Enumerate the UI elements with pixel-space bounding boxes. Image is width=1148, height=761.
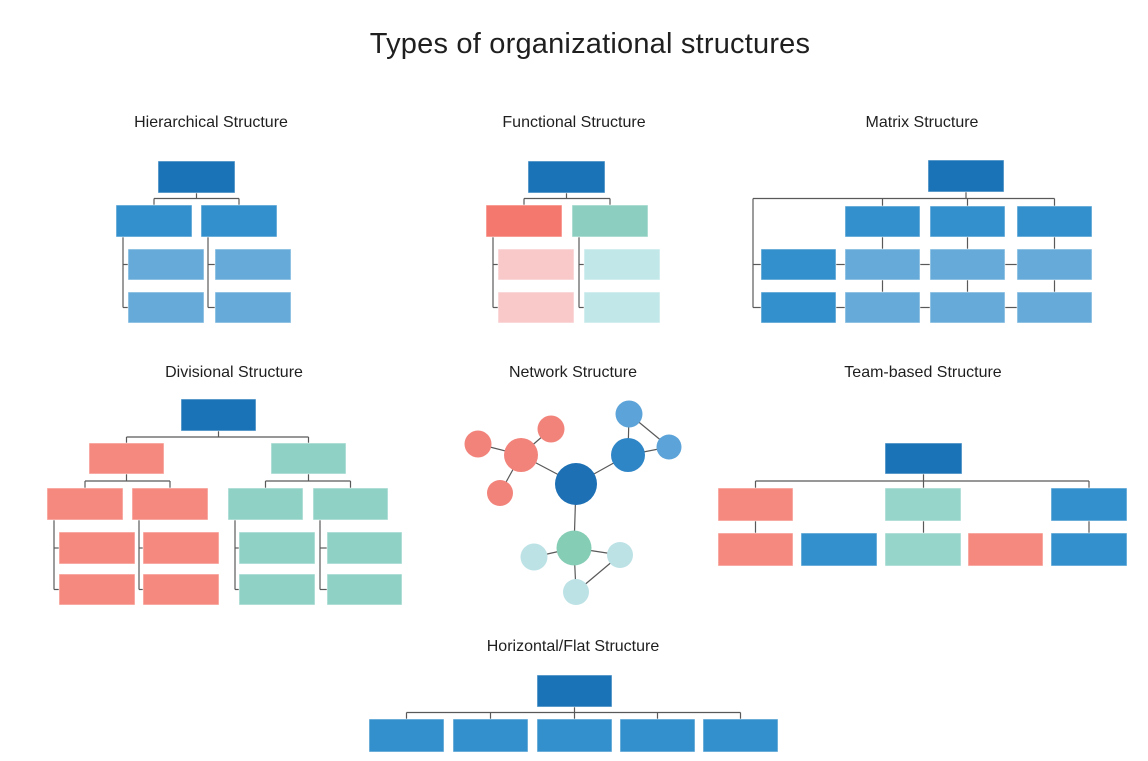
page-title: Types of organizational structures bbox=[369, 28, 811, 60]
org-box-divisional bbox=[131, 487, 209, 521]
section-label-divisional: Divisional Structure bbox=[165, 364, 303, 381]
network-node bbox=[520, 543, 548, 571]
org-box-functional bbox=[497, 248, 575, 281]
org-box-matrix bbox=[927, 159, 1005, 193]
org-box-divisional bbox=[326, 573, 403, 606]
org-box-divisional bbox=[238, 531, 316, 565]
org-box-divisional bbox=[58, 531, 136, 565]
network-node bbox=[607, 542, 633, 568]
org-box-flat bbox=[536, 718, 613, 753]
org-box-divisional bbox=[142, 531, 220, 565]
org-box-hierarchical bbox=[127, 291, 205, 324]
org-box-matrix bbox=[844, 248, 921, 281]
network-node bbox=[555, 463, 597, 505]
org-box-team bbox=[1050, 532, 1128, 567]
org-box-flat bbox=[452, 718, 529, 753]
org-box-matrix bbox=[760, 248, 837, 281]
network-node bbox=[556, 530, 592, 566]
section-label-matrix: Matrix Structure bbox=[865, 114, 979, 131]
org-box-matrix bbox=[1016, 248, 1093, 281]
org-box-team bbox=[1050, 487, 1128, 522]
org-box-team bbox=[967, 532, 1044, 567]
org-box-matrix bbox=[929, 248, 1006, 281]
org-box-divisional bbox=[326, 531, 403, 565]
org-box-team bbox=[717, 487, 794, 522]
org-box-functional bbox=[485, 204, 563, 238]
org-box-hierarchical bbox=[214, 248, 292, 281]
org-box-functional bbox=[583, 291, 661, 324]
org-box-team bbox=[800, 532, 878, 567]
org-box-functional bbox=[583, 248, 661, 281]
network-node bbox=[656, 434, 682, 460]
org-box-matrix bbox=[1016, 205, 1093, 238]
org-box-flat bbox=[536, 674, 613, 708]
org-box-matrix bbox=[760, 291, 837, 324]
org-box-functional bbox=[497, 291, 575, 324]
org-box-team bbox=[717, 532, 794, 567]
network-node bbox=[464, 430, 492, 458]
org-box-team bbox=[884, 442, 963, 475]
org-box-divisional bbox=[270, 442, 347, 475]
org-box-hierarchical bbox=[157, 160, 236, 194]
org-box-hierarchical bbox=[115, 204, 193, 238]
section-label-functional: Functional Structure bbox=[502, 114, 646, 131]
org-box-hierarchical bbox=[214, 291, 292, 324]
org-box-matrix bbox=[929, 291, 1006, 324]
network-node bbox=[615, 400, 643, 428]
network-node bbox=[537, 415, 565, 443]
org-box-flat bbox=[619, 718, 696, 753]
org-box-functional bbox=[527, 160, 606, 194]
org-box-divisional bbox=[238, 573, 316, 606]
network-node bbox=[504, 438, 538, 472]
org-box-matrix bbox=[844, 291, 921, 324]
section-label-hierarchical: Hierarchical Structure bbox=[134, 114, 288, 131]
org-box-flat bbox=[702, 718, 779, 753]
network-node bbox=[487, 480, 513, 506]
org-box-matrix bbox=[844, 205, 921, 238]
org-box-flat bbox=[368, 718, 445, 753]
org-box-divisional bbox=[46, 487, 124, 521]
org-box-matrix bbox=[1016, 291, 1093, 324]
org-box-divisional bbox=[180, 398, 257, 432]
org-box-matrix bbox=[929, 205, 1006, 238]
org-box-hierarchical bbox=[127, 248, 205, 281]
section-label-flat: Horizontal/Flat Structure bbox=[486, 638, 660, 655]
org-box-functional bbox=[571, 204, 649, 238]
org-box-divisional bbox=[142, 573, 220, 606]
org-box-divisional bbox=[88, 442, 165, 475]
org-box-divisional bbox=[58, 573, 136, 606]
org-box-divisional bbox=[227, 487, 304, 521]
section-label-team: Team-based Structure bbox=[844, 364, 1002, 381]
org-box-team bbox=[884, 487, 962, 522]
section-label-network: Network Structure bbox=[508, 364, 638, 381]
network-node bbox=[611, 438, 645, 472]
network-node bbox=[563, 579, 589, 605]
org-box-hierarchical bbox=[200, 204, 278, 238]
org-box-divisional bbox=[312, 487, 389, 521]
org-box-team bbox=[884, 532, 962, 567]
